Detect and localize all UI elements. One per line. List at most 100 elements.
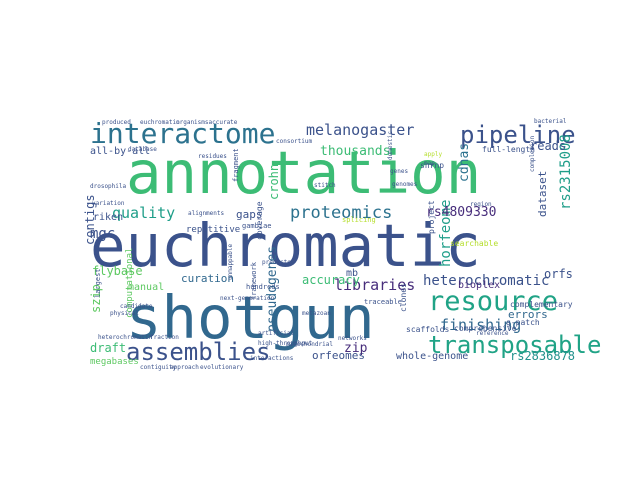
word-hundreds: hundreds: [246, 283, 280, 291]
word-fragment: fragment: [232, 148, 240, 182]
word-curation: curation: [181, 272, 234, 285]
word-splicing: splicing: [342, 216, 376, 224]
word-evolutionary: evolutionary: [200, 364, 244, 371]
word-libraries: libraries: [334, 276, 415, 294]
word-annotation: annotation: [126, 138, 481, 207]
word-completion: completion: [529, 135, 536, 172]
word-apply: apply: [424, 151, 442, 158]
word-interactions: interactions: [250, 355, 294, 362]
word-scaffolds: scaffolds: [406, 325, 450, 334]
word-szip: szip: [89, 284, 103, 313]
word-flybase: flybase: [92, 264, 143, 278]
word-full-length: full-length: [482, 145, 535, 154]
word-shotgun: shotgun: [126, 283, 375, 352]
word-reference: reference: [476, 330, 509, 337]
word-computational: computational: [125, 248, 135, 318]
word-gaps: gaps: [236, 208, 263, 221]
word-euchromatin: euchromatin: [140, 119, 180, 126]
word-domestic: domestic: [387, 131, 394, 160]
word-dataset: dataset: [536, 171, 549, 217]
word-rs4809330: rs4809330: [426, 205, 496, 220]
word-errors: errors: [508, 308, 548, 321]
word-approach: approach: [170, 364, 199, 371]
word-largest: largest: [94, 268, 102, 298]
word-organismsaccurate: organismsaccurate: [176, 119, 238, 126]
word-g-patch: g-patch: [506, 318, 540, 327]
word-bioplex: bioplex: [458, 280, 500, 291]
word-residues: residues: [198, 153, 227, 160]
word-all-by-all: all-by-all: [90, 146, 150, 157]
word-orfeomes: orfeomes: [312, 349, 365, 362]
word-reads: reads: [530, 139, 566, 153]
word-mgc: mgc: [90, 226, 115, 242]
word-resource: resource: [428, 286, 558, 317]
word-genes: genes: [390, 168, 408, 175]
word-variation: variation: [92, 200, 125, 207]
word-predicted: predicted: [262, 259, 295, 266]
word-gambiae: gambiae: [242, 222, 272, 230]
word-metazoan: metazoan: [302, 310, 331, 317]
word-candidate: candidate: [120, 303, 153, 310]
word-fraction: fraction: [150, 334, 179, 341]
word-assemblies: assemblies: [126, 338, 271, 366]
word-draft: draft: [90, 341, 126, 355]
word-orfs: orfs: [544, 267, 573, 281]
word-contigs: contigs: [83, 194, 97, 245]
word-complementary: complementary: [510, 300, 573, 309]
word-mitochondrial: mitochondrial: [286, 341, 333, 348]
word-alignments: alignments: [188, 210, 225, 217]
word-horfeome: horfeome: [438, 200, 454, 267]
word-manual: manual: [128, 282, 164, 293]
word-finishing: finishing: [440, 316, 521, 334]
word-proteomics: proteomics: [290, 203, 392, 223]
word-rs2315008: rs2315008: [558, 134, 574, 210]
word-comprehensive: comprehensive: [454, 324, 517, 333]
word-accuracy: accuracy: [302, 273, 360, 287]
word-produced: produced: [102, 119, 131, 126]
word-pipeline: pipeline: [460, 121, 576, 149]
word-snrnp: snrnp: [420, 161, 444, 170]
word-melanogaster: melanogaster: [306, 121, 414, 139]
word-pseudogenes: pseudogenes: [265, 246, 280, 332]
word-networks: networks: [338, 335, 367, 342]
word-riken: riken: [93, 212, 123, 223]
word-quality: quality: [112, 204, 175, 222]
word-heterochromatic: heterochromatic: [423, 273, 549, 289]
cloud-background: [90, 113, 570, 361]
word-repetitive: repetitive: [186, 225, 240, 235]
word-transposable: transposable: [428, 331, 601, 359]
word-stitch: stitch: [314, 182, 336, 189]
word-high-throughput: high-throughput: [258, 340, 313, 347]
word-zip: zip: [344, 341, 368, 356]
word-bacterial: bacterial: [534, 118, 567, 125]
word-clones: clones: [399, 283, 408, 312]
word-rs2836878: rs2836878: [510, 349, 575, 363]
word-genomes: genomes: [392, 181, 418, 188]
word-physical: physical: [110, 310, 139, 317]
word-searchable: searchable: [450, 239, 498, 248]
word-cdnas: cdnas: [457, 143, 472, 182]
word-region: region: [470, 201, 492, 208]
word-euchromatic: euchromatic: [90, 211, 481, 280]
word-interactome: interactome: [90, 117, 275, 150]
word-megabases: megabases: [90, 357, 139, 367]
word-whole-genome: whole-genome: [396, 351, 468, 362]
word-heterochromatin: heterochromatin: [98, 334, 153, 341]
word-drosophila: drosophila: [90, 183, 127, 190]
word-project: project: [427, 200, 436, 234]
word-framework: framework: [250, 261, 258, 300]
word-traceable: traceable: [364, 298, 402, 306]
word-consortium: consortium: [276, 138, 313, 145]
word-mb: mb: [346, 268, 358, 279]
word-database: database: [128, 146, 157, 153]
word-thousands: thousands: [320, 144, 390, 159]
word-contiguity: contiguity: [140, 364, 177, 371]
word-next-generation: next-generation: [220, 295, 275, 302]
word-artificial: artificial: [258, 330, 295, 337]
word-crohn: crohn: [267, 164, 281, 200]
word-coverage: coverage: [255, 201, 264, 240]
word-unmappable: unmappable: [227, 243, 234, 280]
word-map: map: [424, 160, 435, 167]
